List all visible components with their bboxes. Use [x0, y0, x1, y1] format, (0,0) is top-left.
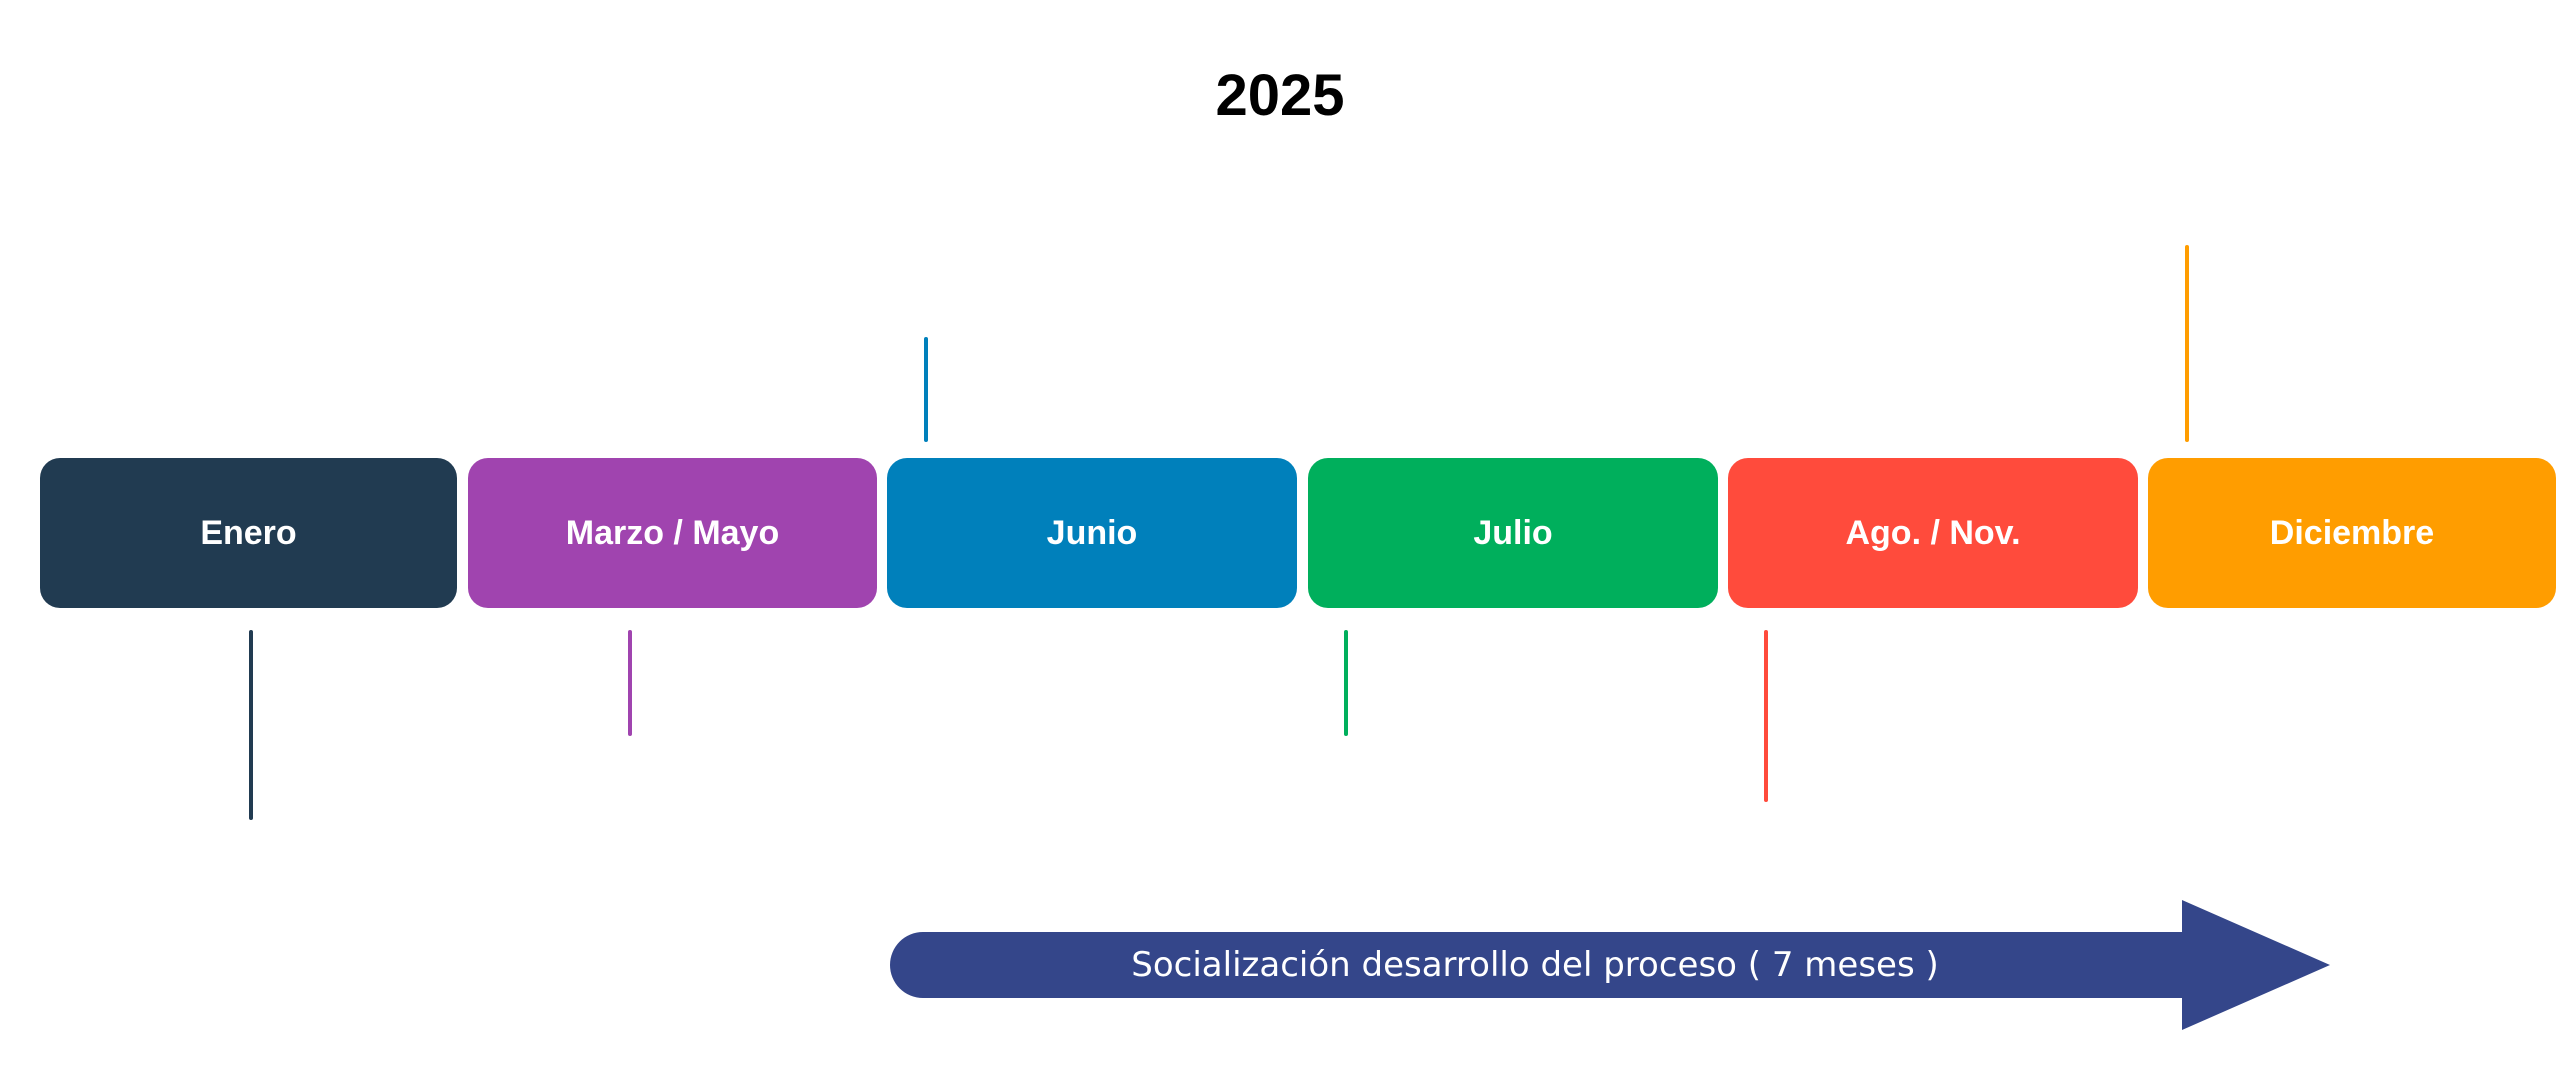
- period-label: Diciembre: [2269, 513, 2435, 552]
- period-label: Ago. / Nov.: [1845, 513, 2021, 552]
- period-marzo-mayo: Marzo / Mayo: [468, 458, 877, 608]
- process-arrow-label: Socialización desarrollo del proceso ( 7…: [1131, 945, 1939, 985]
- period-label: Marzo / Mayo: [565, 513, 780, 552]
- timeline-year-title: 2025: [1215, 63, 1345, 128]
- period-label: Enero: [200, 513, 297, 552]
- connector-junio: [924, 337, 928, 442]
- period-label: Junio: [1046, 513, 1138, 552]
- arrow-shape: [890, 900, 2330, 1030]
- period-diciembre: Diciembre: [2148, 458, 2556, 608]
- connector-diciembre: [2185, 245, 2189, 442]
- connector-marzo-mayo: [628, 630, 632, 736]
- period-ago-nov: Ago. / Nov.: [1728, 458, 2138, 608]
- connector-enero: [249, 630, 253, 820]
- connector-julio: [1344, 630, 1348, 736]
- period-enero: Enero: [40, 458, 457, 608]
- period-julio: Julio: [1308, 458, 1718, 608]
- connector-ago-nov: [1764, 630, 1768, 802]
- period-label: Julio: [1473, 513, 1553, 552]
- period-junio: Junio: [887, 458, 1297, 608]
